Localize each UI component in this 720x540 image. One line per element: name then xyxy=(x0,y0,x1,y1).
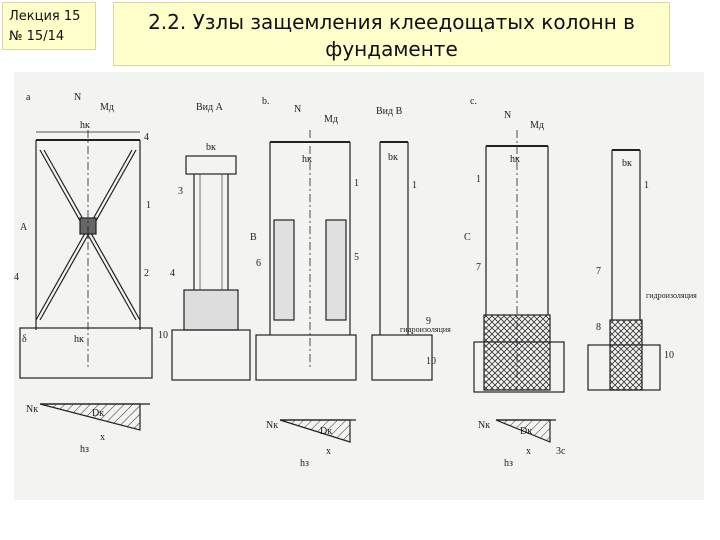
num-2a: 2 xyxy=(144,268,149,279)
label-N-c: N xyxy=(504,110,511,121)
label-C: C xyxy=(464,232,471,243)
label-view-b: Вид В xyxy=(376,106,403,117)
lecture-label: Лекция 15 № 15/14 xyxy=(2,2,96,50)
view-c-side: bк 1 7 8 10 гидроизоляция xyxy=(587,149,697,391)
figure-b: b. N Mд hк B 1 5 6 Nк Dк x hз xyxy=(250,96,359,469)
label-N-a: N xyxy=(74,92,81,103)
label-x-c: x xyxy=(526,446,531,457)
label-hs-b: hз xyxy=(300,458,309,469)
label-Nk-a: Nк xyxy=(26,404,38,415)
view-b: Вид В bк 1 9 10 гидроизоляция xyxy=(371,106,451,381)
label-x-a: x xyxy=(100,432,105,443)
figure-c: c. N Mд hк C 1 7 Nк Dк x hз 3c xyxy=(464,96,566,469)
view-a: Вид А bк 3 4 xyxy=(170,102,251,381)
num-1a: 1 xyxy=(146,200,151,211)
label-Dk-b: Dк xyxy=(320,426,332,437)
title-line-1: 2.2. Узлы защемления клеедощатых колонн … xyxy=(148,10,635,34)
num-4va: 4 xyxy=(170,268,175,279)
scan-background xyxy=(14,72,704,500)
title-line-2: фундаменте xyxy=(325,37,458,61)
label-hs-a: hз xyxy=(80,444,89,455)
num-1vb: 1 xyxy=(412,180,417,191)
num-1c: 1 xyxy=(476,174,481,185)
label-hk-c: hк xyxy=(510,154,520,165)
num-1b: 1 xyxy=(354,178,359,189)
label-M-a: Mд xyxy=(100,102,114,113)
figure-a: a hк N Mд A δ hк 4 1 2 4 10 Nк Dк x hз xyxy=(14,92,168,455)
num-8vc: 8 xyxy=(596,322,601,333)
label-Nk-c: Nк xyxy=(478,420,490,431)
num-1vc: 1 xyxy=(644,180,649,191)
label-A: A xyxy=(20,222,28,233)
label-M-c: Mд xyxy=(530,120,544,131)
label-hk-b: hк xyxy=(302,154,312,165)
label-x-b: x xyxy=(326,446,331,457)
label-bk-vb: bк xyxy=(388,152,398,163)
label-waterproof-c: гидроизоляция xyxy=(646,291,697,300)
label-3c-c: 3c xyxy=(556,446,566,457)
technical-drawing: a hк N Mд A δ hк 4 1 2 4 10 Nк Dк x hз xyxy=(14,72,704,500)
label-Nk-b: Nк xyxy=(266,420,278,431)
num-7vc: 7 xyxy=(596,266,601,277)
num-6b: 6 xyxy=(256,258,261,269)
label-section-c: c. xyxy=(470,96,477,107)
label-delta-a: δ xyxy=(22,334,27,345)
label-bk-vc: bк xyxy=(622,158,632,169)
label-bk-va: bк xyxy=(206,142,216,153)
num-9vb: 9 xyxy=(426,316,431,327)
lecture-number: Лекция 15 xyxy=(9,9,81,24)
label-view-a: Вид А xyxy=(196,102,224,113)
label-h-a: hк xyxy=(74,334,84,345)
num-4a2: 4 xyxy=(14,272,19,283)
label-section-a: a xyxy=(26,92,31,103)
num-10vb: 10 xyxy=(426,356,436,367)
label-N-b: N xyxy=(294,104,301,115)
label-hk-a: hк xyxy=(80,120,90,131)
label-B: B xyxy=(250,232,257,243)
slide-number: № 15/14 xyxy=(9,29,65,44)
label-section-b: b. xyxy=(262,96,270,107)
label-Dk-c: Dк xyxy=(520,426,532,437)
label-hs-c: hз xyxy=(504,458,513,469)
label-Dk-a: Dк xyxy=(92,408,104,419)
label-waterproof-b: гидроизоляция xyxy=(400,325,451,334)
num-5b: 5 xyxy=(354,252,359,263)
label-M-b: Mд xyxy=(324,114,338,125)
num-3va: 3 xyxy=(178,186,183,197)
num-4a: 4 xyxy=(144,132,149,143)
slide-title: 2.2. Узлы защемления клеедощатых колонн … xyxy=(113,2,670,66)
num-7c: 7 xyxy=(476,262,481,273)
num-10vc: 10 xyxy=(664,350,674,361)
num-10a: 10 xyxy=(158,330,168,341)
